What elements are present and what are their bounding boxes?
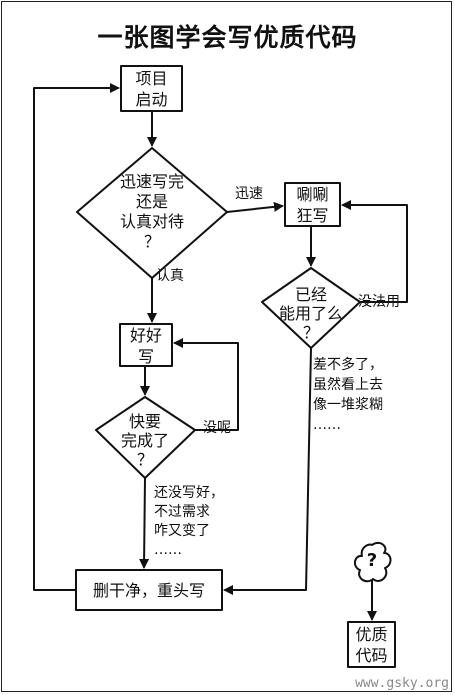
edge-label-usable-yes: 差不多了， 虽然看上去 像一堆浆糊 …… bbox=[313, 357, 383, 433]
edge-restart-start bbox=[33, 83, 120, 591]
quality-code-box bbox=[347, 621, 396, 668]
edge-label-not-usable: 没法用 bbox=[358, 294, 400, 310]
quality-code-label: 优质 代码 bbox=[355, 625, 388, 665]
crazy-write-label: 唰唰 狂写 bbox=[296, 185, 329, 225]
page-title: 一张图学会写优质代码 bbox=[97, 23, 358, 52]
decision-speed-label: 迅速写完 还是 认真对待 ？ bbox=[119, 172, 184, 251]
edge-usable-restart bbox=[223, 347, 312, 595]
crazy-write-box bbox=[284, 182, 341, 227]
usable-label: 已经 能用了么 ？ bbox=[278, 285, 343, 342]
edge-almost-loop bbox=[173, 338, 239, 431]
edge-almost-restart bbox=[139, 477, 150, 569]
edge-decision-crazy bbox=[226, 201, 284, 213]
edge-label-not-yet: 没呢 bbox=[203, 420, 231, 436]
start-label: 项目 启动 bbox=[135, 69, 168, 109]
write-well-label: 好好 写 bbox=[129, 326, 162, 366]
mystery-label: ? bbox=[366, 550, 378, 571]
mystery-cloud bbox=[354, 541, 392, 583]
restart-label: 删干净，重头写 bbox=[92, 581, 205, 600]
edge-label-careful: 认真 bbox=[156, 268, 184, 284]
almost-done-label: 快要 完成了 ？ bbox=[120, 412, 169, 469]
edge-label-requirements-changed: 还没写好， 不过需求 咋又变了 …… bbox=[154, 485, 224, 558]
edge-usable-loop bbox=[341, 200, 408, 303]
watermark: www.gsky.org bbox=[355, 676, 449, 691]
edge-label-fast: 迅速 bbox=[235, 186, 263, 202]
